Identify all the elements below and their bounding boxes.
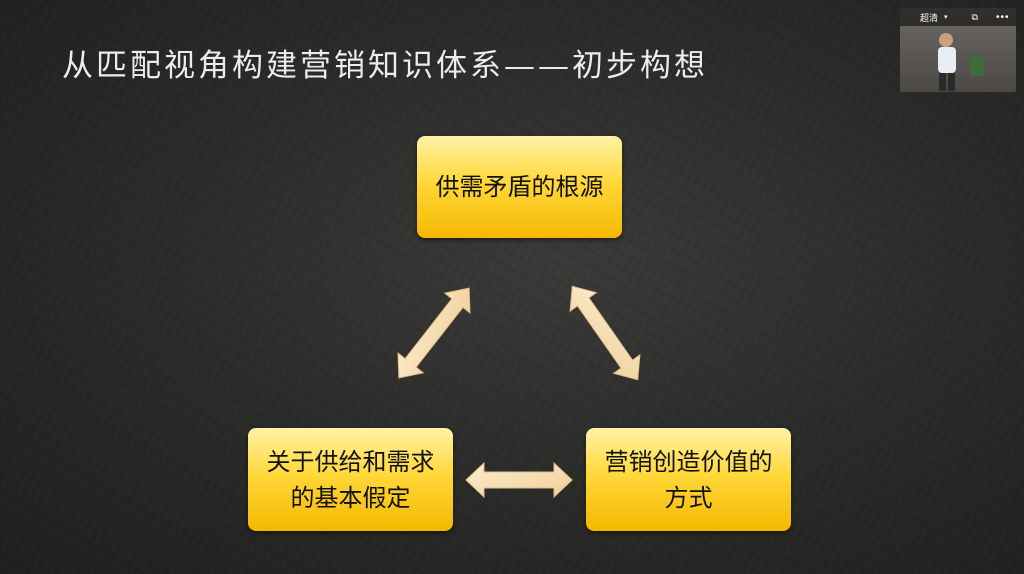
video-toolbar: 超清 ▾ ⧉ ••• bbox=[900, 8, 1016, 26]
slide-title: 从匹配视角构建营销知识体系——初步构想 bbox=[62, 48, 708, 84]
node-supply-demand-conflict: 供需矛盾的根源 bbox=[417, 136, 622, 238]
double-arrow-left-icon bbox=[397, 287, 471, 379]
caret-down-icon[interactable]: ▾ bbox=[944, 14, 948, 21]
participant-video-tile[interactable]: 超清 ▾ ⧉ ••• bbox=[900, 8, 1016, 92]
node-value-creation: 营销创造价值的方式 bbox=[586, 428, 791, 531]
node-basic-assumptions: 关于供给和需求的基本假定 bbox=[248, 428, 453, 531]
speaker-figure bbox=[938, 33, 984, 91]
participant-name: 超清 bbox=[920, 12, 939, 23]
double-arrow-right-icon bbox=[569, 285, 641, 381]
more-icon[interactable]: ••• bbox=[995, 11, 1010, 23]
double-arrow-bottom-icon bbox=[465, 461, 573, 499]
popout-icon[interactable]: ⧉ bbox=[971, 11, 978, 22]
